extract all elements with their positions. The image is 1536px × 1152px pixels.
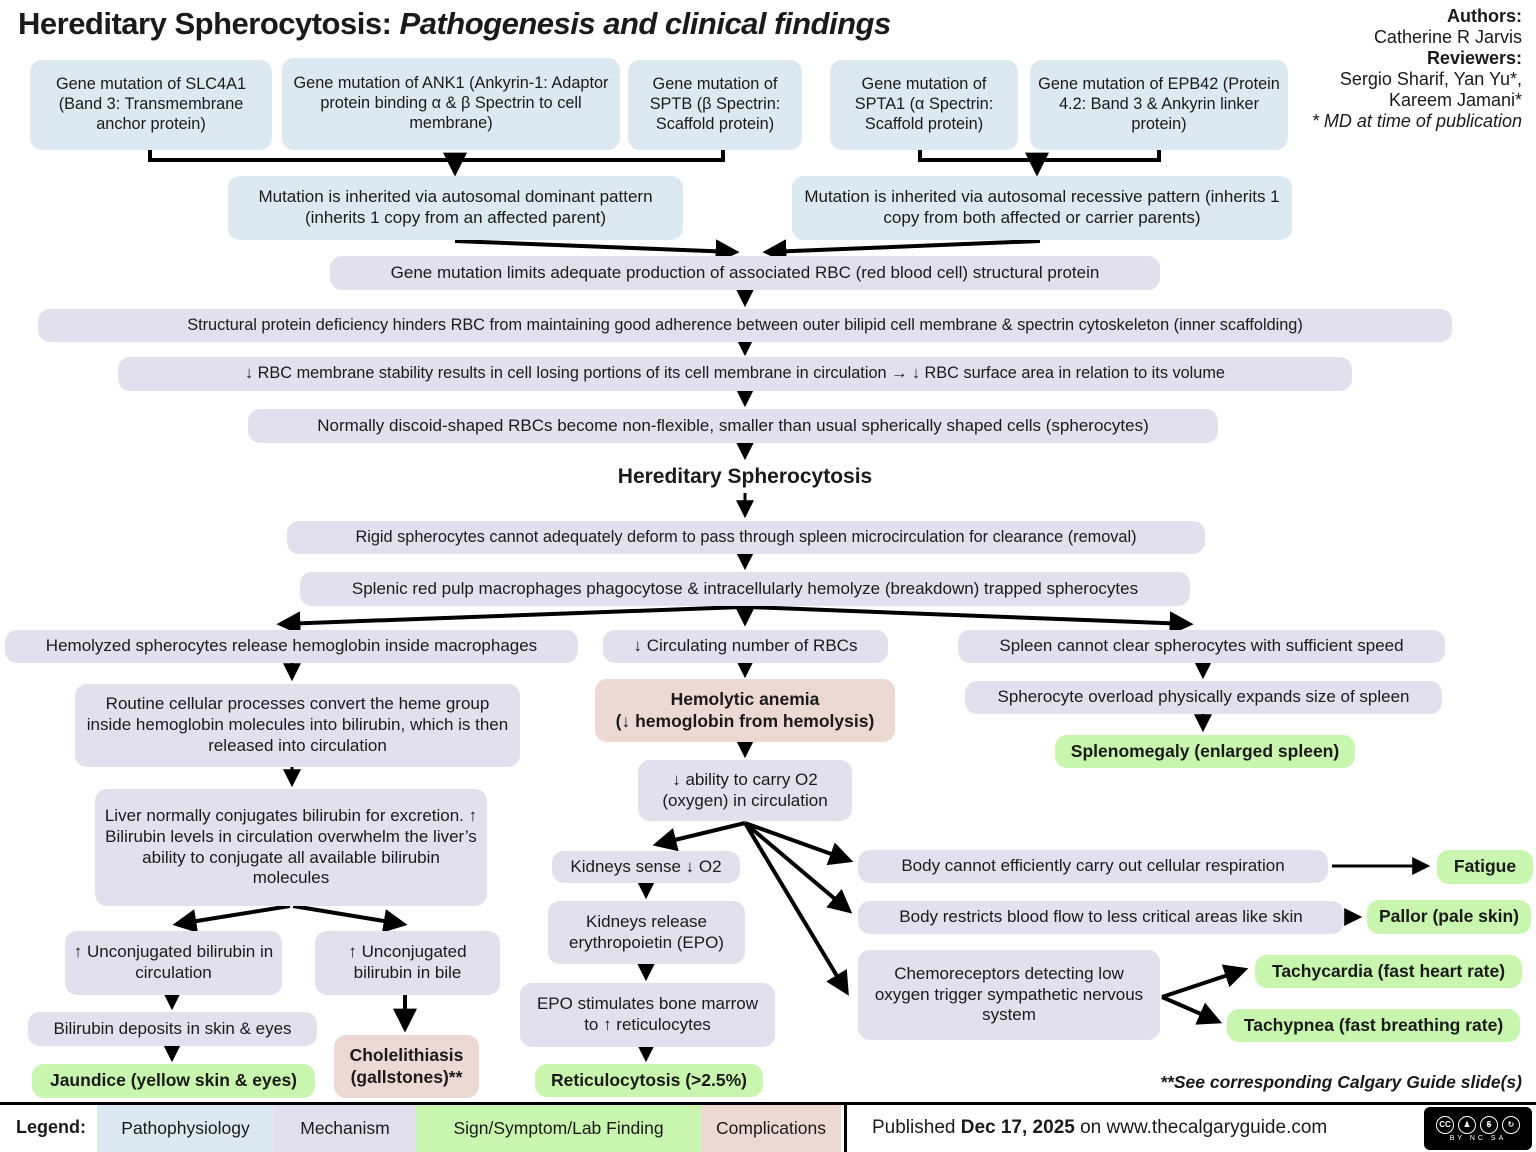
published-site: on www.thecalgaryguide.com <box>1074 1117 1328 1138</box>
node-gene-epb42: Gene mutation of EPB42 (Protein 4.2: Ban… <box>1030 60 1288 150</box>
cc-sa-arrow-icon: ↻ <box>1502 1115 1520 1134</box>
node-chemoreceptors: Chemoreceptors detecting low oxygen trig… <box>858 950 1160 1040</box>
node-jaundice: Jaundice (yellow skin & eyes) <box>32 1064 315 1098</box>
node-cholelithiasis: Cholelithiasis (gallstones)** <box>334 1035 479 1098</box>
node-discoid-to-spherocytes: Normally discoid-shaped RBCs become non-… <box>248 409 1218 443</box>
node-hereditary-spherocytosis-heading: Hereditary Spherocytosis <box>617 464 873 488</box>
cc-icon-row: CC ♟ $ ↻ <box>1436 1115 1520 1134</box>
page-title: Hereditary Spherocytosis: Pathogenesis a… <box>18 6 891 42</box>
reviewer-names-2: Kareem Jamani* <box>1388 90 1522 111</box>
node-kidneys-release-epo: Kidneys release erythropoietin (EPO) <box>548 901 745 964</box>
legend-item-sign-symptom-lab-finding: Sign/Symptom/Lab Finding <box>416 1105 701 1152</box>
node-tachycardia: Tachycardia (fast heart rate) <box>1255 955 1522 988</box>
node-ability-to-carry-o2: ↓ ability to carry O2 (oxygen) in circul… <box>638 760 852 821</box>
node-spherocyte-overload: Spherocyte overload physically expands s… <box>965 681 1442 714</box>
legend-label: Legend: <box>16 1117 86 1137</box>
node-rigid-spherocytes: Rigid spherocytes cannot adequately defo… <box>287 521 1205 554</box>
node-bilirubin-deposits: Bilirubin deposits in skin & eyes <box>28 1012 317 1046</box>
md-note: * MD at time of publication <box>1311 111 1522 132</box>
node-structural-protein-deficiency: Structural protein deficiency hinders RB… <box>38 309 1452 342</box>
node-gene-sptb: Gene mutation of SPTB (β Spectrin: Scaff… <box>628 60 802 150</box>
node-kidneys-sense-low-o2: Kidneys sense ↓ O2 <box>552 851 740 883</box>
node-gene-mutation-limits: Gene mutation limits adequate production… <box>330 256 1160 290</box>
legend-item-mechanism: Mechanism <box>274 1105 416 1152</box>
node-rbc-membrane-stability: ↓ RBC membrane stability results in cell… <box>118 357 1352 391</box>
cc-nc-dollar-icon: $ <box>1480 1115 1498 1134</box>
published-prefix: Published <box>872 1117 961 1138</box>
page-title-main: Hereditary Spherocytosis: <box>18 6 400 41</box>
authors-label: Authors: <box>1447 6 1522 26</box>
node-hemolyzed-spherocytes: Hemolyzed spherocytes release hemoglobin… <box>5 630 578 663</box>
node-unconjugated-bilirubin-circulation: ↑ Unconjugated bilirubin in circulation <box>65 931 282 995</box>
node-body-restricts-blood-flow: Body restricts blood flow to less critic… <box>858 901 1344 934</box>
reviewers-label: Reviewers: <box>1426 48 1522 69</box>
node-body-cannot-respiration: Body cannot efficiently carry out cellul… <box>858 850 1328 883</box>
node-circulating-rbcs: ↓ Circulating number of RBCs <box>603 630 888 663</box>
cc-by-person-icon: ♟ <box>1458 1115 1476 1134</box>
node-gene-ank1: Gene mutation of ANK1 (Ankyrin-1: Adapto… <box>282 58 620 150</box>
node-splenic-macrophages: Splenic red pulp macrophages phagocytose… <box>300 572 1190 606</box>
creative-commons-badge: CC ♟ $ ↻ BY NC SA <box>1424 1107 1532 1150</box>
node-spleen-cannot-clear: Spleen cannot clear spherocytes with suf… <box>958 630 1445 663</box>
cc-icon: CC <box>1436 1115 1454 1134</box>
see-corresponding-slides-note: **See corresponding Calgary Guide slide(… <box>1160 1072 1522 1092</box>
node-epo-stimulates-marrow: EPO stimulates bone marrow to ↑ reticulo… <box>520 983 775 1047</box>
node-tachypnea: Tachypnea (fast breathing rate) <box>1227 1009 1520 1042</box>
legend-item-pathophysiology: Pathophysiology <box>97 1105 274 1152</box>
page-title-subtitle: Pathogenesis and clinical findings <box>399 6 892 41</box>
node-pallor: Pallor (pale skin) <box>1367 900 1531 934</box>
node-hemolytic-anemia: Hemolytic anemia (↓ hemoglobin from hemo… <box>595 679 895 742</box>
footer-divider <box>844 1102 847 1152</box>
published-line: Published Dec 17, 2025 on www.thecalgary… <box>872 1117 1327 1139</box>
credits-block: Authors: Catherine R Jarvis Reviewers: S… <box>1312 6 1522 132</box>
node-liver-conjugates-bilirubin: Liver normally conjugates bilirubin for … <box>95 789 487 906</box>
reviewer-names-1: Sergio Sharif, Yan Yu*, <box>1339 69 1522 90</box>
cc-caption: BY NC SA <box>1449 1134 1507 1142</box>
node-autosomal-dominant: Mutation is inherited via autosomal domi… <box>228 176 683 240</box>
footer-top-border <box>0 1102 1536 1105</box>
node-splenomegaly: Splenomegaly (enlarged spleen) <box>1055 735 1355 768</box>
legend-item-complications: Complications <box>701 1105 841 1152</box>
published-date: Dec 17, 2025 <box>960 1117 1075 1138</box>
node-gene-spta1: Gene mutation of SPTA1 (α Spectrin: Scaf… <box>830 60 1018 150</box>
node-reticulocytosis: Reticulocytosis (>2.5%) <box>535 1064 763 1097</box>
node-autosomal-recessive: Mutation is inherited via autosomal rece… <box>792 176 1292 240</box>
node-routine-cellular-processes: Routine cellular processes convert the h… <box>75 684 520 767</box>
node-unconjugated-bilirubin-bile: ↑ Unconjugated bilirubin in bile <box>315 931 500 995</box>
node-gene-slc4a1: Gene mutation of SLC4A1 (Band 3: Transme… <box>30 60 272 150</box>
author-name: Catherine R Jarvis <box>1373 27 1522 48</box>
node-fatigue: Fatigue <box>1437 850 1533 884</box>
